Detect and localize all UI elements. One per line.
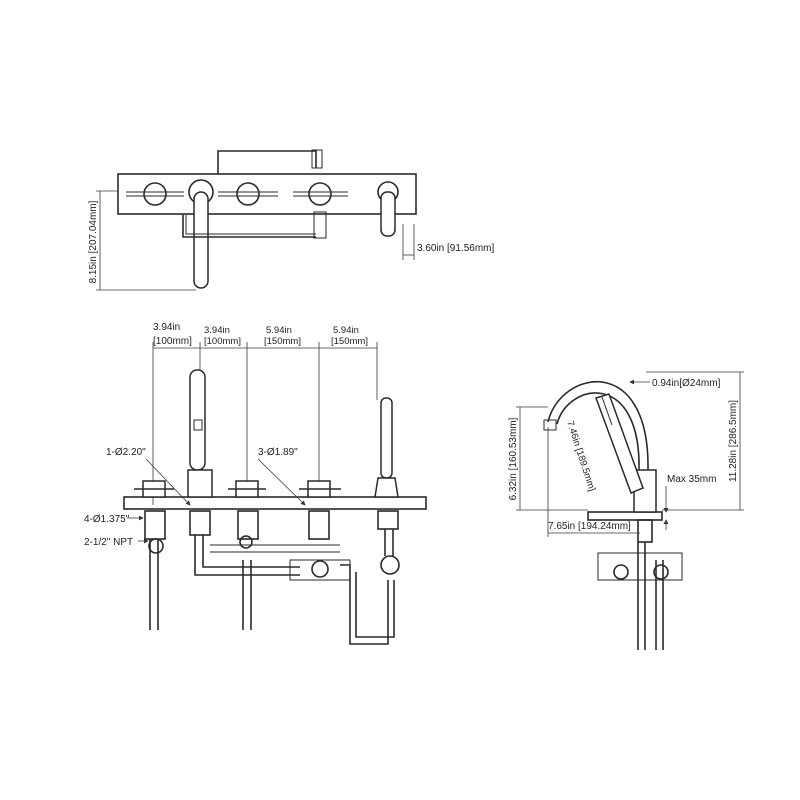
spacing-4-mm: [150mm] [331, 336, 368, 347]
handle-2-top [218, 182, 278, 206]
spout-top [182, 179, 316, 289]
deck-plate-top [117, 173, 417, 215]
reach-label: 7.65in [194.24mm] [548, 521, 631, 532]
top-height-label: 8.15in [207.04mm] [88, 200, 99, 283]
spout-length-label: 7.46in [189.5mm] [564, 420, 597, 493]
hole-valves-label: 3-Ø1.89" [258, 447, 298, 458]
max-deck-label: Max 35mm [667, 474, 716, 485]
npt-label: 2-1/2" NPT [84, 537, 133, 548]
spout-outlet [543, 419, 557, 431]
handle-2-front [228, 480, 266, 498]
handle-3-top [293, 182, 348, 239]
spacing-4-in: 5.94in [333, 325, 359, 336]
spacing-1-mm: [100mm] [153, 336, 192, 347]
gooseneck-inner [556, 392, 640, 471]
deck-front [123, 496, 427, 510]
total-height-label: 11.28in [286.5mm] [728, 400, 739, 482]
top-view: 8.15in [207.04mm] 3.60in [91.56mm] [88, 149, 494, 291]
handle-3-front [299, 480, 341, 498]
spout-front [187, 369, 213, 498]
handle-1-top [126, 182, 184, 206]
gooseneck-outer [547, 381, 649, 471]
hand-shower-top [377, 181, 399, 237]
deck-side [587, 511, 663, 521]
lever-side [595, 393, 644, 494]
spacing-2-mm: [100mm] [204, 336, 241, 347]
handle-1-front [134, 480, 174, 498]
spout-height-label: 6.32in [160.53mm] [508, 417, 519, 500]
spacing-3-in: 5.94in [266, 325, 292, 336]
hole-all-label: 4-Ø1.375" [84, 514, 130, 525]
tube-dia-label: 0.94in[Ø24mm] [652, 378, 721, 389]
spacing-3-mm: [150mm] [264, 336, 301, 347]
top-offset-label: 3.60in [91.56mm] [417, 243, 494, 254]
hand-shower-front [374, 397, 399, 498]
side-view: 11.28in [286.5mm] 6.32in [160.53mm] 0.94… [508, 371, 744, 650]
spacing-2-in: 3.94in [204, 325, 230, 336]
front-view: 3.94in [100mm] 3.94in [100mm] 5.94in [15… [84, 322, 427, 645]
valves-below-deck [144, 510, 400, 645]
spacing-1-in: 3.94in [153, 322, 180, 333]
hole-spout-label: 1-Ø2.20" [106, 447, 146, 458]
rear-pipe-top [217, 150, 317, 174]
